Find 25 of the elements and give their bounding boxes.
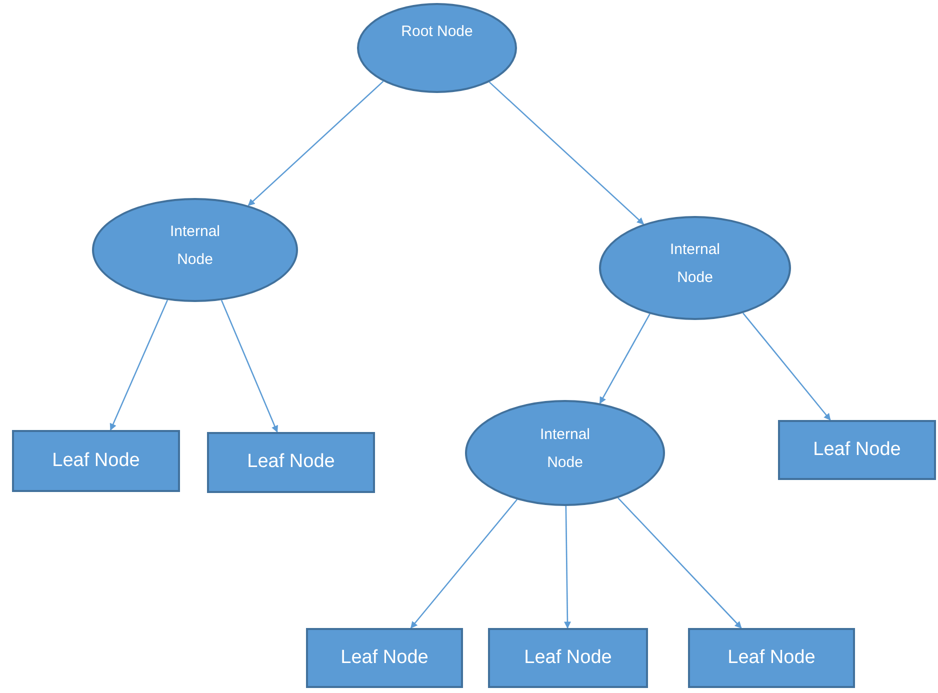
arrow [110,300,168,431]
node-label: Root Node [400,22,474,42]
arrow [618,497,742,628]
node-label: Leaf Node [524,646,612,670]
arrow [248,80,384,206]
rectangle-node [306,628,463,688]
rectangle-node [207,432,375,493]
node-label: Internal Node [668,240,722,288]
node-label: Leaf Node [728,646,816,670]
rectangle-node [488,628,648,688]
rectangle-node [688,628,855,688]
node-label: Leaf Node [813,438,901,462]
node-label: Leaf Node [340,646,428,670]
node-label: Leaf Node [247,450,335,474]
arrow [742,312,831,421]
rectangle-node [12,430,180,492]
arrow [488,82,644,225]
node-label: Internal Node [538,424,592,473]
rectangle-node [778,420,936,480]
arrow [599,314,650,404]
arrow [410,499,518,629]
arrow [564,506,571,629]
node-label: Leaf Node [52,448,140,473]
node-label: Internal Node [168,222,222,270]
arrow [220,300,278,433]
